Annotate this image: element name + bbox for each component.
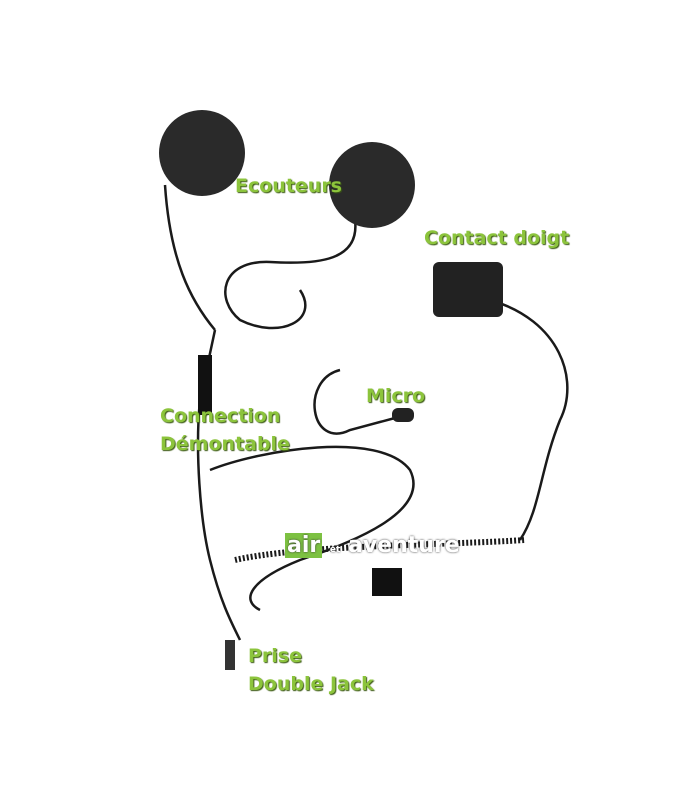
loop-cable [209,445,415,612]
label-micro: Micro [366,385,426,407]
earpad-left-wire [163,184,216,331]
label-prise-line1: Prise [248,645,303,667]
earpad-right [329,142,415,228]
label-connection: Connection Démontable [160,402,290,458]
earpad-left [159,110,245,196]
contact-wire [489,298,569,541]
main-cable [196,329,242,641]
label-connection-line2: Démontable [160,433,290,455]
label-prise-line2: Double Jack [248,673,374,695]
micro-boom [313,368,396,435]
finger-contact [433,262,503,317]
coil-cable [234,537,526,563]
inline-box [372,568,402,596]
watermark-logo: air et aventure [285,533,460,558]
jack-plug [225,640,235,670]
watermark-air: air [285,533,323,558]
micro-head [392,408,414,422]
watermark-et: et [329,545,341,555]
earpad-right-wire [224,219,357,330]
label-contact-doigt: Contact doigt [424,227,570,249]
label-prise: Prise Double Jack [248,642,374,698]
watermark-aventure: aventure [348,533,460,558]
connector [198,355,212,415]
label-connection-line1: Connection [160,405,281,427]
label-ecouteurs: Ecouteurs [235,175,342,197]
